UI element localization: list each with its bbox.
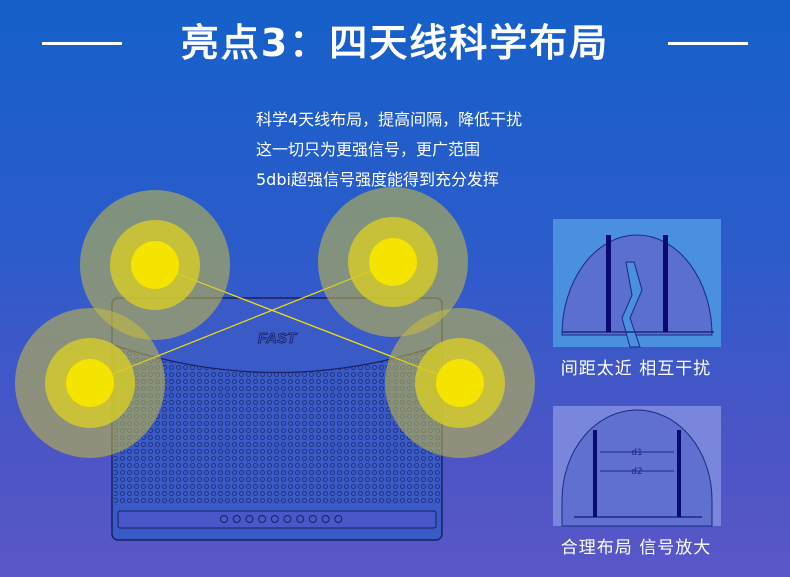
led-icon <box>308 515 317 523</box>
page-title: 亮点3：四天线科学布局 <box>180 21 610 65</box>
led-icon <box>283 515 292 523</box>
router-body: FAST <box>111 297 443 541</box>
antenna-signal-icon <box>80 190 230 340</box>
led-icon <box>334 515 343 523</box>
led-icon <box>270 515 279 523</box>
brand-logo: FAST <box>258 330 298 347</box>
panel-label-interference: 间距太近 相互干扰 <box>560 359 712 379</box>
led-icon <box>321 515 330 523</box>
panel-proper-layout: d1 d2 <box>553 406 721 527</box>
led-icon <box>258 515 267 523</box>
title-line-left <box>42 42 122 45</box>
subtitle-line: 科学4天线布局，提高间隔，降低干扰 <box>256 110 523 129</box>
subtitle-line: 这一切只为更强信号，更广范围 <box>256 140 481 159</box>
panel-interference <box>553 219 721 348</box>
subtitle-line: 5dbi超强信号强度能得到充分发挥 <box>256 170 499 189</box>
led-indicators <box>220 515 343 523</box>
title-line-right <box>668 42 748 45</box>
antenna-signal-icon <box>15 308 165 458</box>
led-icon <box>232 515 241 523</box>
distance-label-d2: d2 <box>631 467 642 477</box>
led-icon <box>245 515 254 523</box>
led-icon <box>220 515 228 523</box>
antenna-signal-icon <box>385 308 535 458</box>
distance-label-d1: d1 <box>631 448 642 458</box>
led-icon <box>296 515 305 523</box>
antenna-signal-icon <box>318 187 468 337</box>
panel-label-proper-layout: 合理布局 信号放大 <box>560 538 712 558</box>
